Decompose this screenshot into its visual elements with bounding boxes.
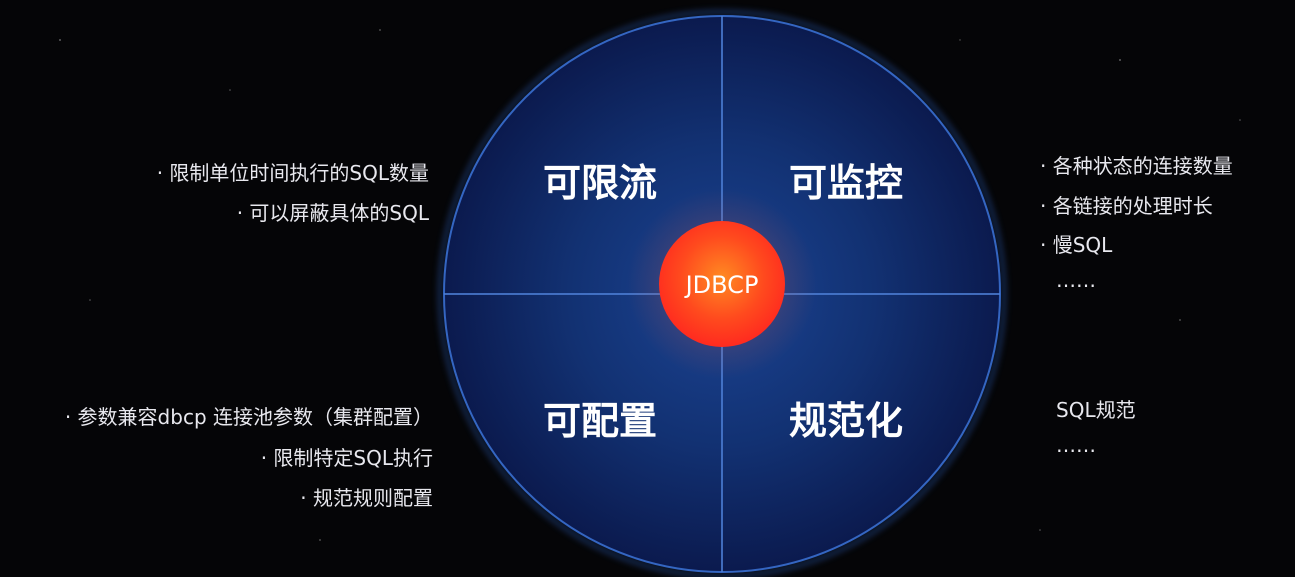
core-circle — [659, 221, 785, 347]
notes-top-right-3: · 慢SQL — [1040, 233, 1113, 257]
notes-top-left-1: · 限制单位时间执行的SQL数量 — [156, 161, 429, 185]
notes-bottom-left-2: · 限制特定SQL执行 — [260, 446, 433, 470]
starfield — [59, 29, 1241, 541]
core-label: JDBCP — [684, 271, 759, 299]
notes-bottom-right-1: SQL规范 — [1056, 398, 1136, 422]
quadrant-title-top-left: 可限流 — [543, 161, 657, 205]
outer-disk-glow — [437, 9, 1007, 577]
quadrant-title-bottom-left: 可配置 — [543, 399, 657, 443]
quadrant-title-bottom-right: 规范化 — [789, 399, 903, 443]
notes-top-left-2: · 可以屏蔽具体的SQL — [236, 201, 429, 225]
quadrant-title-top-right: 可监控 — [789, 161, 903, 205]
notes-bottom-left-1: · 参数兼容dbcp 连接池参数（集群配置） — [64, 405, 433, 429]
notes-top-right-ellipsis: …… — [1056, 268, 1096, 292]
notes-bottom-right-ellipsis: …… — [1056, 433, 1096, 457]
notes-bottom-left-3: · 规范规则配置 — [300, 486, 433, 510]
notes-top-right-2: · 各链接的处理时长 — [1040, 194, 1213, 218]
notes-top-right-1: · 各种状态的连接数量 — [1040, 154, 1233, 178]
